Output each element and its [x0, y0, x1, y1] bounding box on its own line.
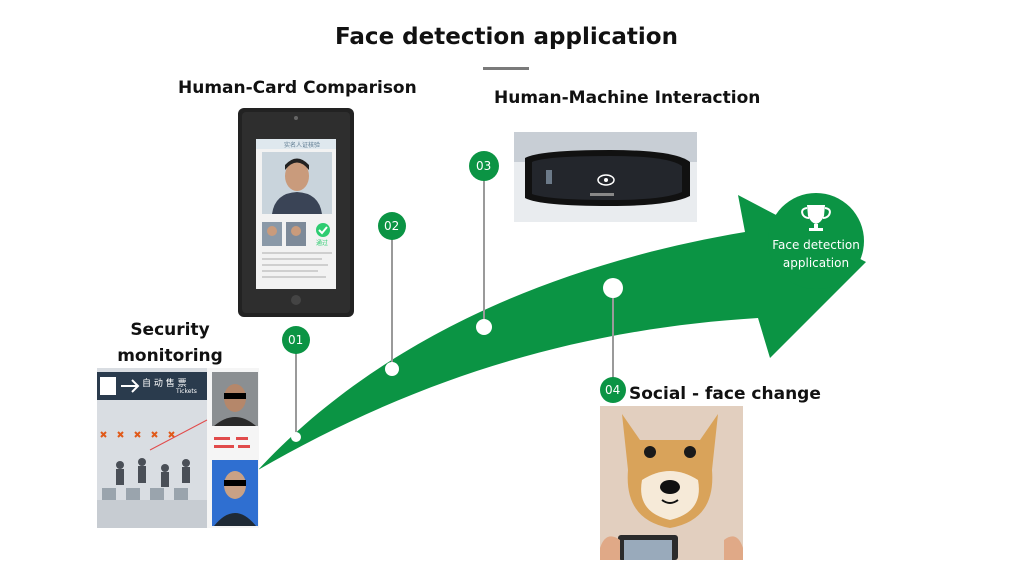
stage-label-security-line2: monitoring — [117, 346, 223, 366]
goal-label: Face detection application — [760, 236, 872, 272]
milestone-dot-02 — [385, 362, 399, 376]
marker-label-02: 02 — [384, 219, 400, 233]
station-surveillance-image — [97, 368, 259, 528]
marker-circle-02 — [378, 212, 406, 240]
face-change-photo-image — [600, 406, 743, 560]
marker-label-03: 03 — [476, 159, 492, 173]
goal-label-line2: application — [782, 256, 850, 270]
stage-label-security-line1: Security — [130, 320, 210, 340]
station-sign-sub: Tickets — [176, 388, 197, 395]
milestone-dot-04 — [603, 278, 623, 298]
marker-label-04: 04 — [605, 383, 621, 397]
marker-label-01: 01 — [288, 333, 304, 347]
milestone-dot-03 — [476, 319, 492, 335]
stage-label-social: Social - face change — [629, 384, 821, 404]
page-title: Face detection application — [335, 24, 678, 50]
milestone-dot-01 — [291, 432, 301, 442]
marker-circle-04 — [600, 377, 626, 403]
goal-label-line1: Face detection — [772, 238, 860, 252]
progress-arrow — [258, 195, 866, 470]
goal-circle — [768, 193, 864, 289]
stage-label-human-card: Human-Card Comparison — [178, 78, 417, 98]
tablet-status-text: 通过 — [316, 240, 329, 247]
title-divider — [483, 67, 529, 70]
station-sign-text: 自 动 售 票 — [142, 379, 187, 389]
stage-label-security: Security monitoring — [117, 317, 223, 369]
marker-circle-03 — [469, 151, 499, 181]
connector-lines — [295, 180, 614, 437]
stage-label-human-machine: Human-Machine Interaction — [494, 88, 761, 108]
tablet-header-text: 实名人证核验 — [284, 142, 321, 149]
trophy-icon — [801, 205, 831, 231]
marker-circle-01 — [282, 326, 310, 354]
face-recognition-tablet-image — [238, 108, 354, 317]
rear-view-mirror-image — [514, 132, 697, 222]
